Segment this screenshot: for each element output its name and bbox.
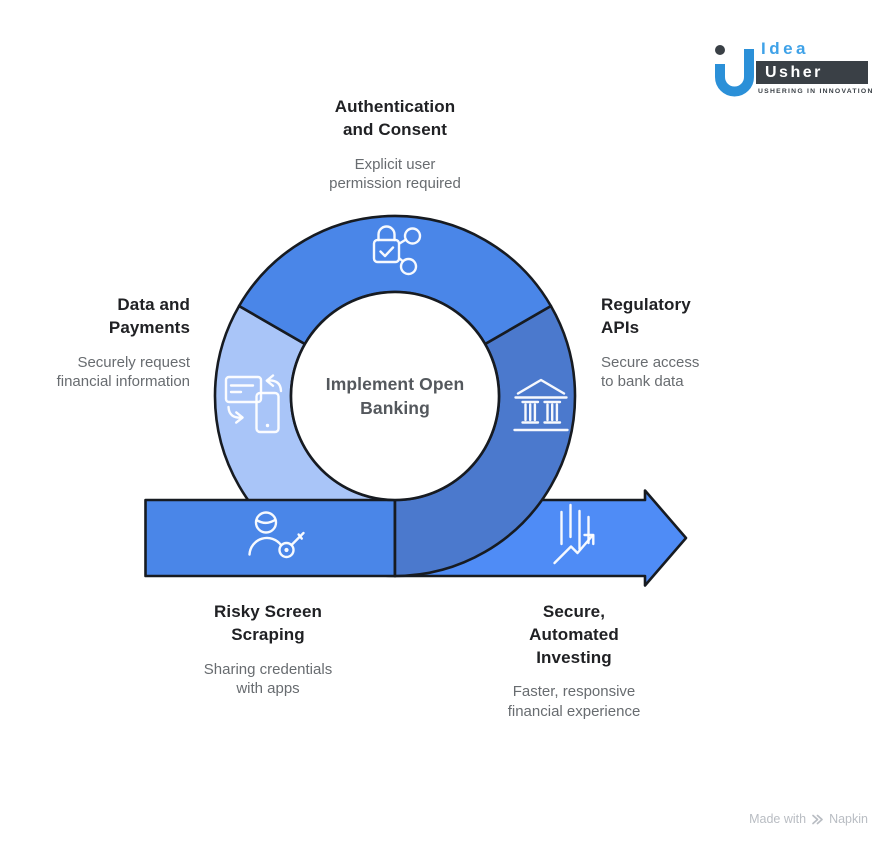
lock-share-icon <box>372 225 422 276</box>
logo-usher-bar: Usher <box>756 61 868 84</box>
napkin-logo-icon <box>812 814 823 824</box>
label-regulatory-apis-title: Regulatory APIs <box>601 295 691 337</box>
made-with-napkin-badge[interactable]: Made with Napkin <box>749 812 868 826</box>
growth-chart-icon <box>553 503 595 565</box>
logo-word-idea: Idea <box>761 39 810 58</box>
label-authentication-subtitle: Explicit user permission required <box>329 155 461 193</box>
label-regulatory-apis-subtitle: Secure access to bank data <box>601 353 700 391</box>
card-phone-icon <box>224 374 283 434</box>
label-risky-screen-scraping: Risky Screen Scraping Sharing credential… <box>198 601 338 699</box>
logo-tagline: USHERING IN INNOVATION <box>758 88 874 95</box>
label-investing-subtitle: Faster, responsive financial experience <box>507 683 641 720</box>
label-regulatory-apis: Regulatory APIs Secure access to bank da… <box>601 294 716 392</box>
label-authentication-consent: Authentication and Consent Explicit user… <box>325 96 465 194</box>
label-data-payments: Data and Payments Securely request finan… <box>40 294 190 392</box>
label-data-payments-title: Data and Payments <box>108 295 190 337</box>
label-risky-scraping-title: Risky Screen Scraping <box>214 602 322 644</box>
diagram-center-title: Implement Open Banking <box>325 374 465 418</box>
label-risky-scraping-subtitle: Sharing credentials with apps <box>203 660 333 698</box>
napkin-brand-text: Napkin <box>829 812 868 826</box>
logo-word-usher: Usher <box>765 63 823 81</box>
label-secure-automated-investing: Secure, Automated Investing Faster, resp… <box>506 601 642 721</box>
bank-icon <box>513 378 569 432</box>
made-with-text: Made with <box>749 812 807 826</box>
label-authentication-title: Authentication and Consent <box>334 97 456 139</box>
person-key-icon <box>248 511 305 559</box>
label-data-payments-subtitle: Securely request financial information <box>56 353 190 391</box>
idea-usher-logo: Idea Usher USHERING IN INNOVATION <box>712 39 872 104</box>
label-investing-title: Secure, Automated Investing <box>529 602 619 667</box>
center-circle <box>289 290 501 502</box>
idea-usher-monogram-icon <box>715 45 754 97</box>
